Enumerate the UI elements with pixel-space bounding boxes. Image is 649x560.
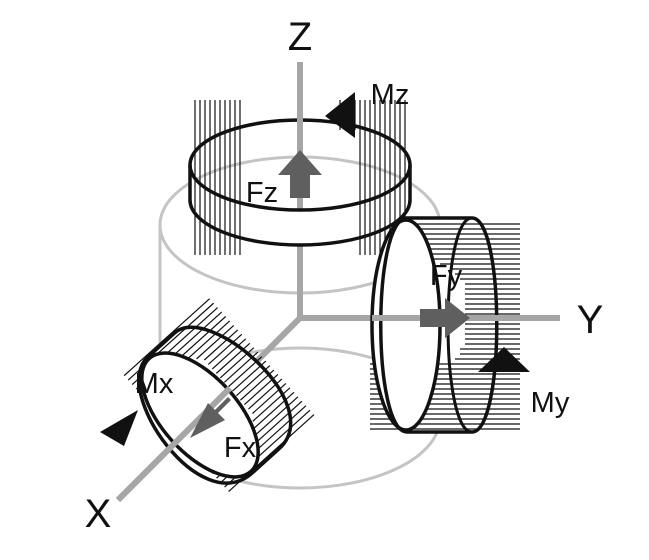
z-axis-label: Z xyxy=(288,15,312,59)
y-moment-ring xyxy=(370,216,520,434)
my-arrow-head xyxy=(478,347,530,372)
moment-arrows xyxy=(100,92,530,446)
fx-label: Fx xyxy=(224,432,257,464)
mz-label: Mz xyxy=(371,79,410,111)
force-arrows xyxy=(190,150,470,438)
x-axis-label: X xyxy=(85,492,112,536)
z-moment-ring xyxy=(188,100,412,255)
my-label: My xyxy=(531,387,570,419)
y-axis-label: Y xyxy=(577,298,604,342)
mz-arrow-head xyxy=(325,92,355,138)
fy-arrow xyxy=(420,298,470,338)
fx-arrow xyxy=(190,397,231,438)
fz-label: Fz xyxy=(246,177,278,209)
mx-label: Mx xyxy=(135,368,174,400)
fz-arrow xyxy=(278,150,322,198)
fy-label: Fy xyxy=(430,260,463,292)
mx-arrow-head xyxy=(100,410,138,446)
